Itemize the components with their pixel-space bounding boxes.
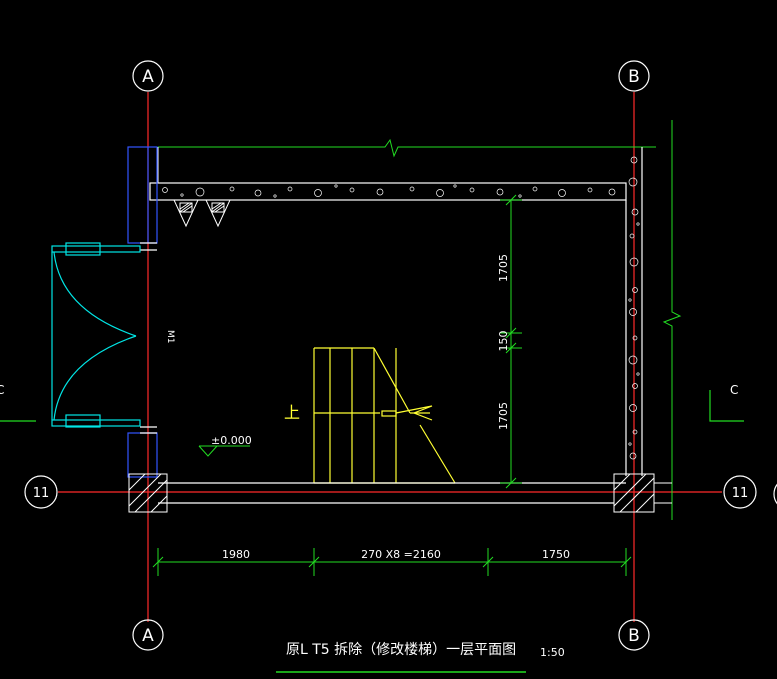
drawing-title: 原L T5 拆除（修改楼梯）一层平面图	[286, 642, 516, 658]
dimension-lines	[152, 194, 632, 576]
axis-label-b-bottom: B	[628, 626, 640, 646]
axis-bubble-11-right: 11	[723, 475, 757, 509]
axis-bubble-b-top: B	[618, 60, 650, 92]
axis-bubble-11-left: 11	[24, 475, 58, 509]
dim-vertical-mid: 150	[497, 331, 510, 352]
double-door	[51, 242, 141, 428]
stair	[313, 347, 456, 484]
axis-label-b-top: B	[628, 67, 640, 87]
section-mark-left: C	[0, 383, 36, 422]
right-break-line	[662, 120, 682, 520]
axis-label-11-right: 11	[732, 486, 749, 501]
dim-bottom-middle: 270 X8 =2160	[361, 548, 441, 561]
bottom-wall	[158, 482, 626, 504]
section-mark-right: C	[709, 383, 744, 422]
top-slab	[149, 138, 656, 228]
elevation-label: ±0.000	[211, 434, 252, 447]
dim-vertical-top: 1705	[497, 254, 510, 282]
partial-axis-bubble	[773, 483, 777, 505]
drawing-scale: 1:50	[540, 646, 565, 659]
axis-bubble-b-bottom: B	[618, 619, 650, 651]
right-wall	[625, 147, 643, 476]
section-mark-right-label: C	[730, 383, 738, 397]
left-window-wall	[127, 146, 158, 478]
axis-label-a-bottom: A	[142, 626, 154, 646]
dim-bottom-left: 1980	[222, 548, 250, 561]
door-tag: M1	[165, 330, 175, 344]
dim-bottom-right: 1750	[542, 548, 570, 561]
column-right	[613, 473, 655, 513]
axis-label-11-left: 11	[33, 486, 50, 501]
column-left	[128, 473, 168, 513]
elevation-mark: ±0.000	[198, 434, 252, 457]
axis-bubble-a-top: A	[132, 60, 164, 92]
stair-up-label: 上	[284, 403, 300, 422]
axis-bubble-a-bottom: A	[132, 619, 164, 651]
axis-label-a-top: A	[142, 67, 154, 87]
dim-vertical-bottom: 1705	[497, 402, 510, 430]
section-mark-left-label: C	[0, 383, 4, 397]
